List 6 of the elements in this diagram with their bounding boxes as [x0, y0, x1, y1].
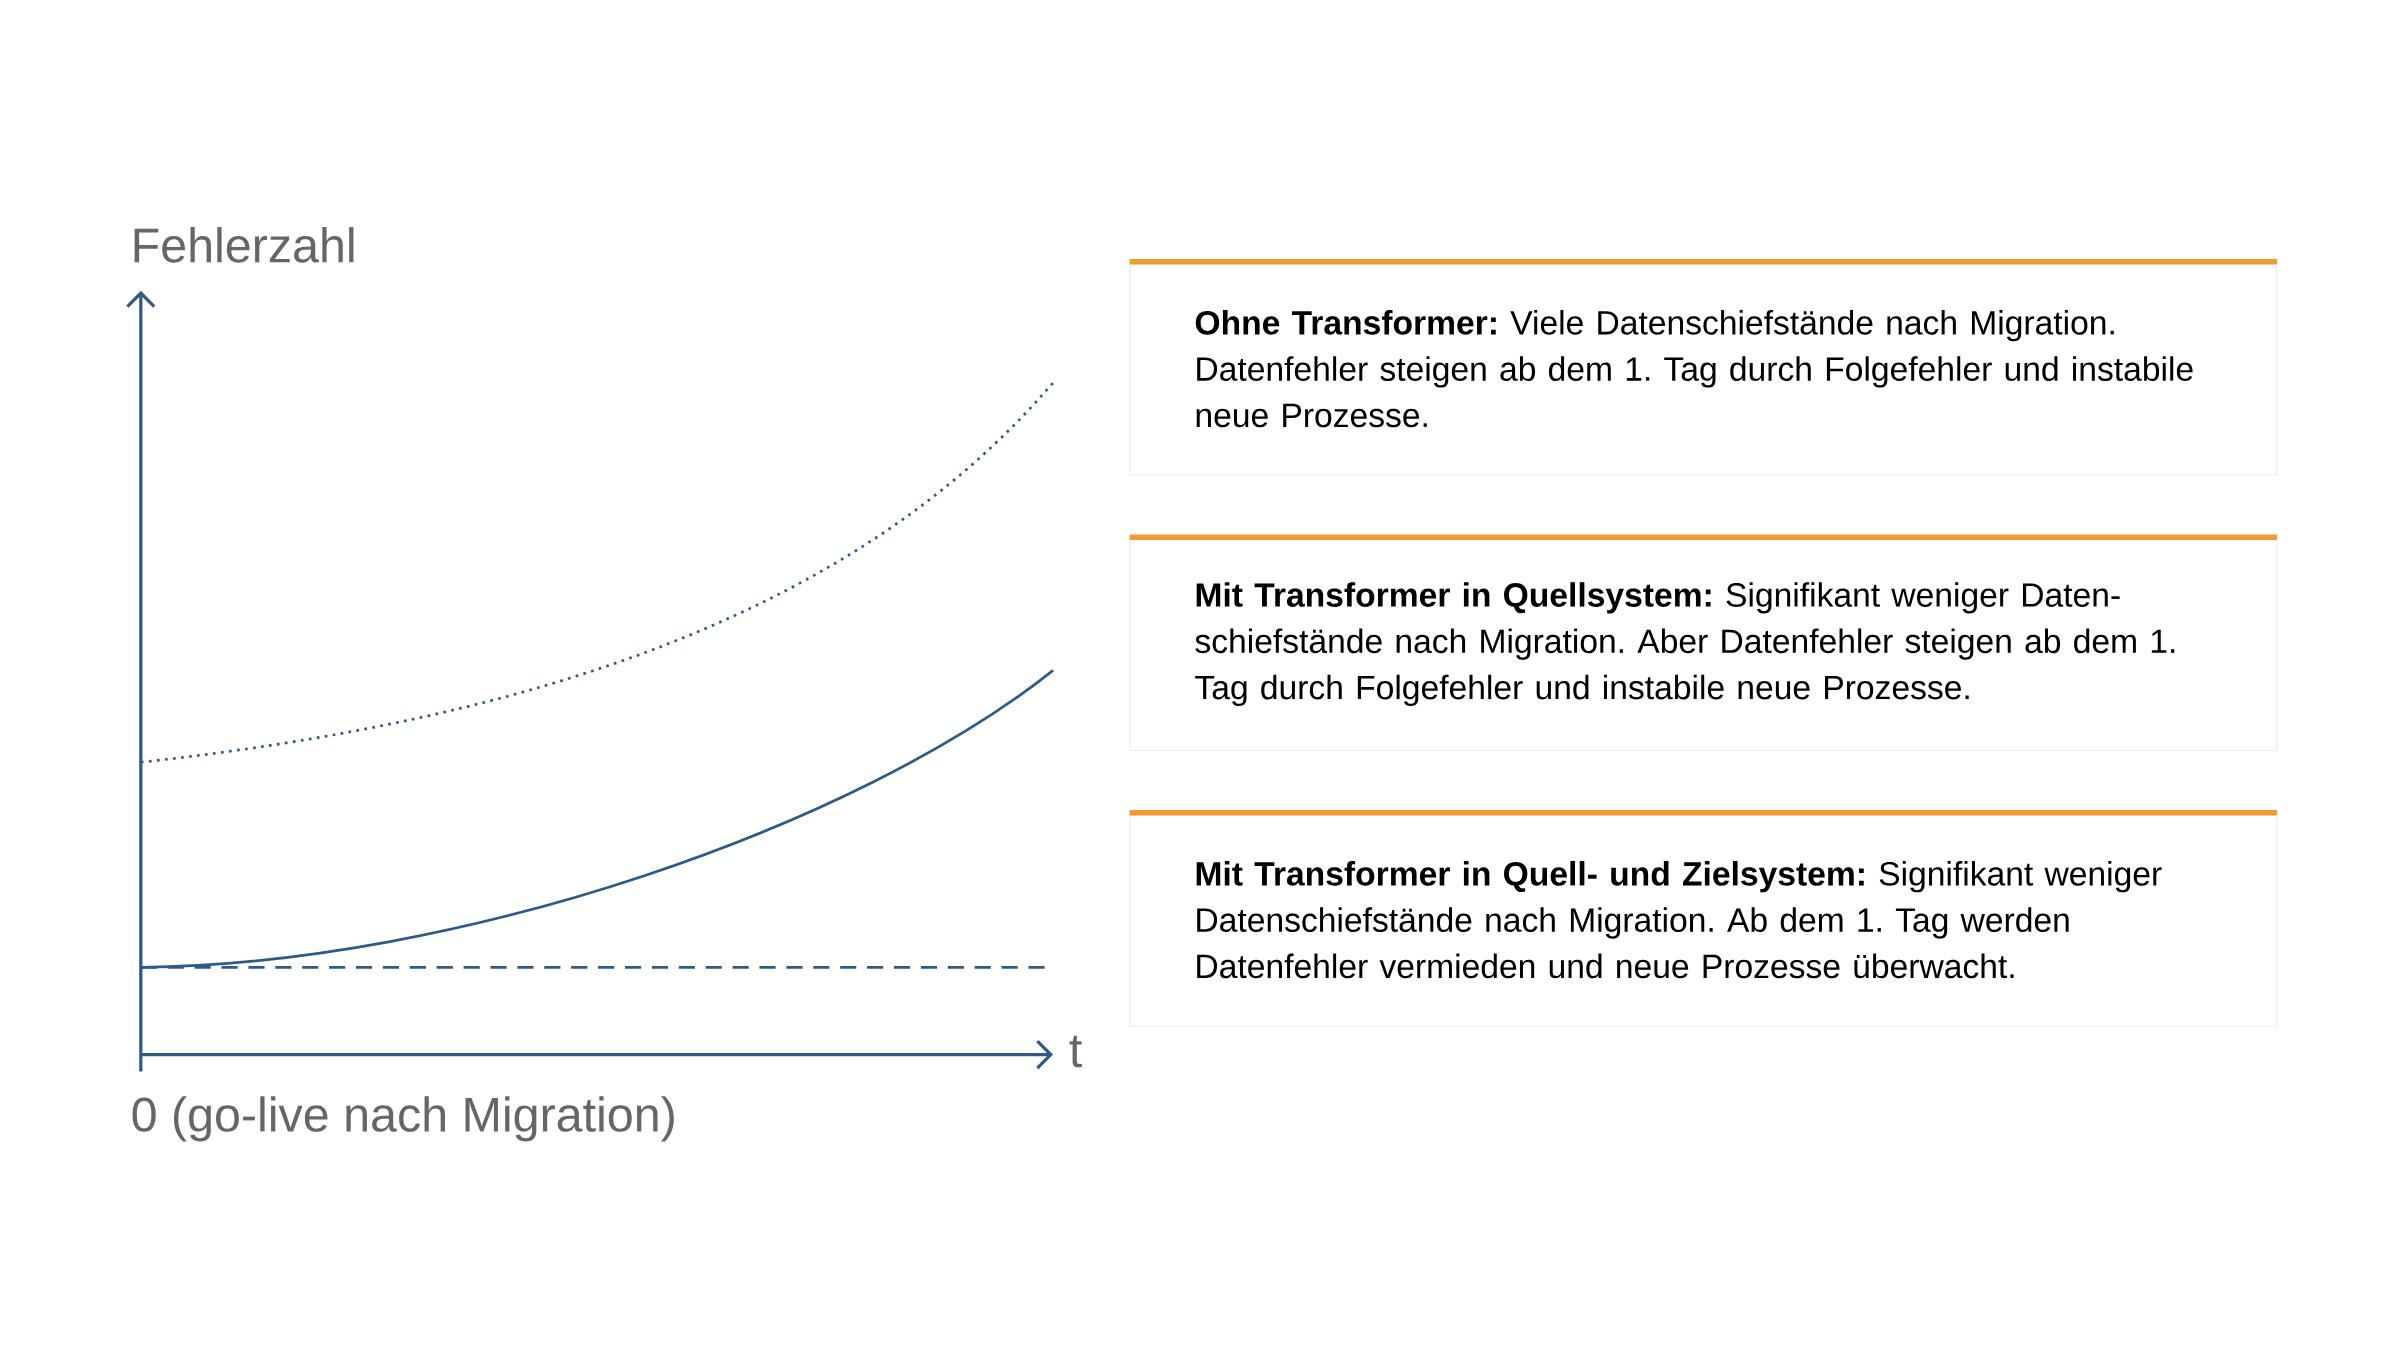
axis-label: 0 (go-live nach Migration)	[132, 1096, 674, 1142]
axis-label: t	[1069, 1035, 1083, 1068]
axis-label: Fehlerzahl	[134, 226, 354, 263]
text-card: Mit Transformer in Quellsystem: Signifikant weniger Daten-schiefstände nach Migration. Aber Datenfehler steigen ab dem 1. Tag durch Folgefehler und instabile neue Prozesse.	[1129, 534, 2278, 751]
text-card: Ohne Transformer: Viele Datenschiefstände nach Migration. Datenfehler steigen ab dem 1. Tag durch Folgefehler und instabile neue Prozesse.	[1129, 258, 2278, 476]
text-card: Mit Transformer in Quell- und Zielsystem: Signifikant weniger Datenschiefstände nach Migration. Ab dem 1. Tag werden Datenfehler vermieden und neue Prozesse überwacht.	[1129, 809, 2278, 1027]
